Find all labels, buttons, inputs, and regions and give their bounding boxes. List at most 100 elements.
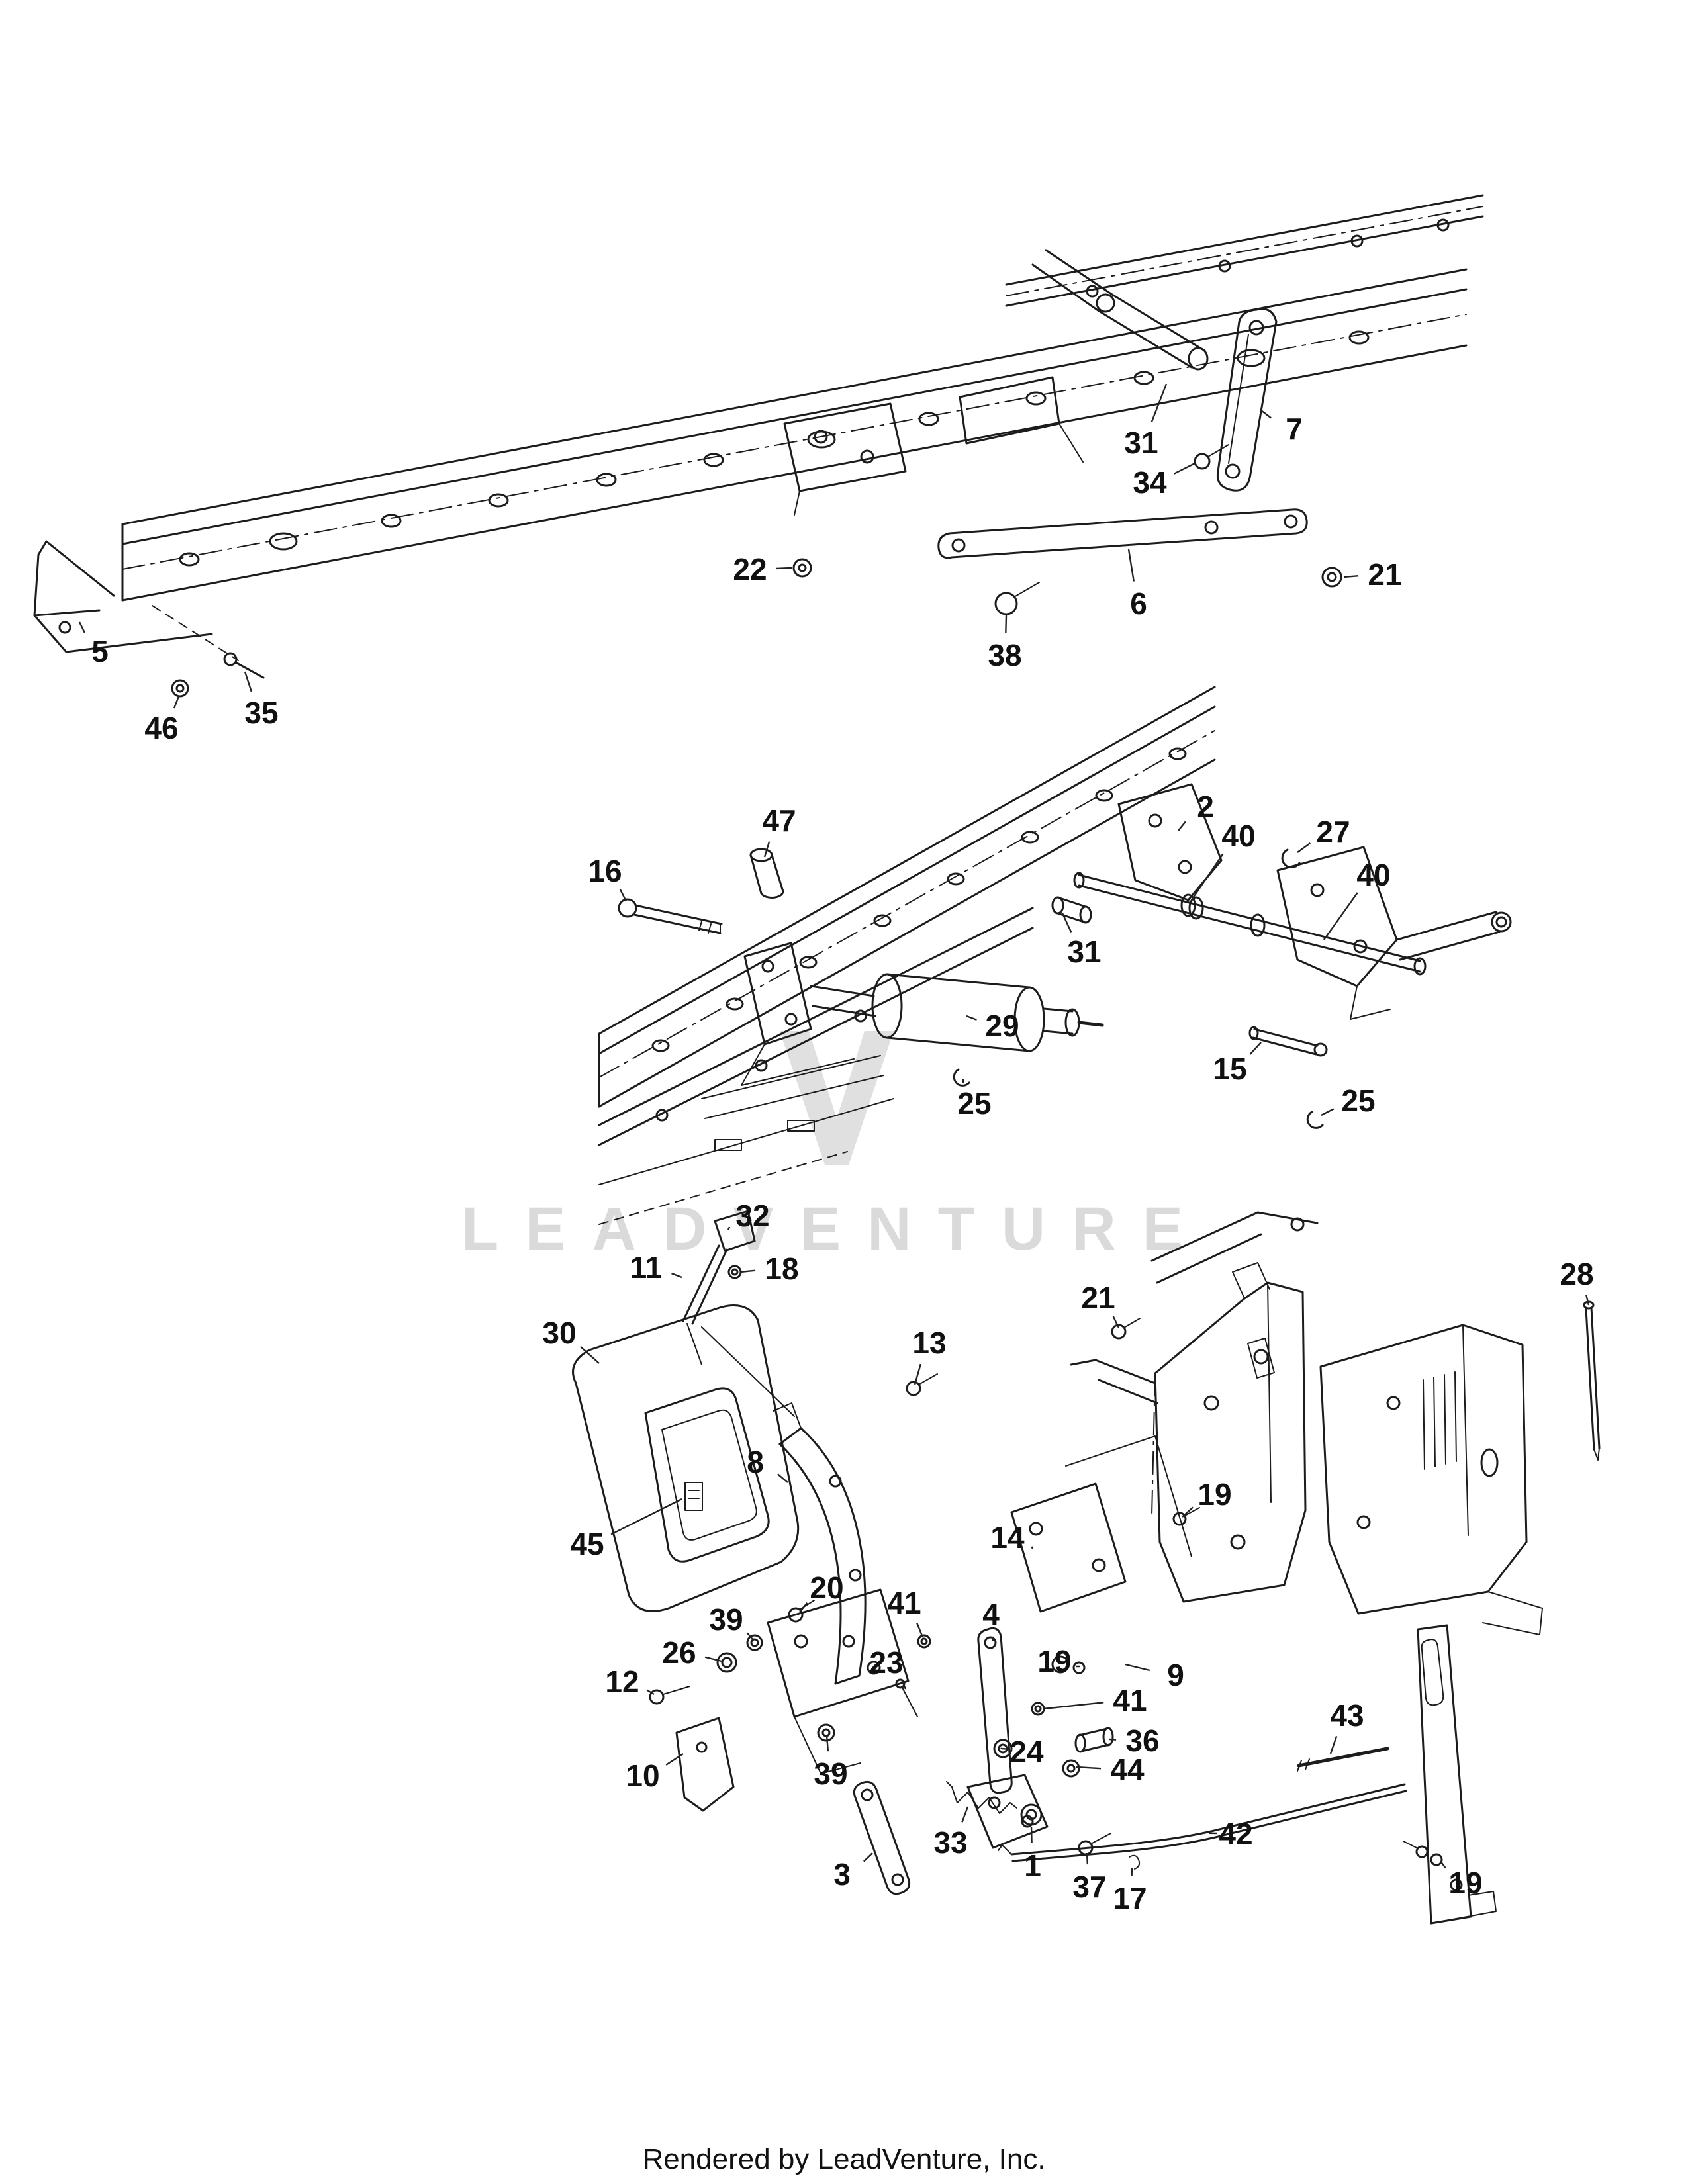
callout-19: 19 xyxy=(1182,1477,1232,1518)
callout-number: 10 xyxy=(626,1758,659,1793)
callout-leader-line xyxy=(1125,1663,1150,1672)
callout-leader-line xyxy=(1343,574,1359,578)
callout-number: 44 xyxy=(1110,1752,1145,1787)
callout-leader-line xyxy=(1585,1295,1590,1306)
callout-leader-line xyxy=(727,1226,731,1230)
callout-number: 6 xyxy=(1130,586,1147,621)
callout-number: 11 xyxy=(630,1250,663,1285)
callout-3: 3 xyxy=(833,1852,873,1891)
callout-number: 33 xyxy=(933,1825,967,1860)
callout-number: 19 xyxy=(1037,1644,1071,1678)
callout-number: 30 xyxy=(542,1316,576,1350)
callout-number: 19 xyxy=(1197,1477,1231,1512)
callout-leader-line xyxy=(1127,549,1135,582)
callout-leader-line xyxy=(966,1015,977,1021)
callout-number: 45 xyxy=(570,1527,604,1561)
callout-leader-line xyxy=(825,1735,829,1752)
callout-1: 1 xyxy=(1024,1826,1041,1883)
callout-number: 7 xyxy=(1286,412,1303,446)
callout-22: 22 xyxy=(733,552,792,586)
callout-number: 40 xyxy=(1356,858,1390,892)
callout-31: 31 xyxy=(1124,383,1168,460)
callout-number: 21 xyxy=(1081,1281,1115,1315)
callout-number: 4 xyxy=(982,1597,1000,1631)
callout-leader-line xyxy=(610,1498,682,1535)
callout-leader-line xyxy=(1086,1852,1089,1865)
callout-leader-line xyxy=(777,1473,788,1483)
frame-rail xyxy=(121,268,1468,525)
callout-40: 40 xyxy=(1323,858,1391,940)
callout-number: 43 xyxy=(1330,1698,1364,1733)
callout-14: 14 xyxy=(990,1520,1034,1555)
callout-leader-line xyxy=(914,1363,921,1385)
callout-number: 2 xyxy=(1197,790,1214,824)
callout-leader-line xyxy=(671,1272,682,1279)
callout-21: 21 xyxy=(1343,557,1402,592)
callout-35: 35 xyxy=(244,671,279,730)
middle-assembly-drawing xyxy=(598,686,1512,1225)
callout-number: 9 xyxy=(1167,1658,1184,1692)
callout-number: 31 xyxy=(1124,426,1158,460)
callout-leader-line xyxy=(1182,1506,1194,1518)
callout-number: 31 xyxy=(1067,934,1101,969)
callout-leader-line xyxy=(1329,1735,1338,1754)
watermark-text: LEADVENTURE xyxy=(461,1195,1209,1263)
callout-number: 32 xyxy=(735,1199,769,1233)
callout-leader-line xyxy=(1076,1766,1102,1770)
footer-credit: Rendered by LeadVenture, Inc. xyxy=(642,2143,1046,2175)
lift-lever xyxy=(1216,308,1278,492)
leadventure-watermark: LEADVENTURE xyxy=(461,1031,1209,1263)
callout-leader-line xyxy=(665,1752,684,1766)
callout-38: 38 xyxy=(988,615,1022,672)
callout-leader-line xyxy=(244,671,253,692)
link-bar xyxy=(937,508,1308,559)
callout-21: 21 xyxy=(1081,1281,1120,1328)
callout-16: 16 xyxy=(588,854,628,902)
callout-leader-line xyxy=(1043,1702,1104,1710)
callout-39: 39 xyxy=(814,1735,848,1791)
leadventure-logo-icon xyxy=(780,1031,894,1165)
callout-number: 28 xyxy=(1560,1257,1593,1291)
callout-number: 8 xyxy=(747,1445,764,1479)
callout-number: 5 xyxy=(91,634,109,668)
callout-number: 36 xyxy=(1125,1723,1159,1758)
callout-25: 25 xyxy=(1321,1083,1376,1118)
bottom-assembly-drawing xyxy=(572,1210,1601,1925)
callout-number: 40 xyxy=(1221,819,1255,853)
callout-number: 22 xyxy=(733,552,767,586)
callout-41: 41 xyxy=(1043,1683,1147,1717)
callout-leader-line xyxy=(776,567,792,570)
callout-number: 26 xyxy=(662,1635,696,1670)
callout-28: 28 xyxy=(1560,1257,1594,1306)
callout-number: 38 xyxy=(988,638,1021,672)
top-assembly-drawing xyxy=(33,194,1484,698)
callout-number: 25 xyxy=(957,1086,991,1120)
callout-leader-line xyxy=(1249,1042,1262,1055)
callout-leader-line xyxy=(1031,1546,1034,1549)
callout-number: 24 xyxy=(1009,1735,1044,1769)
callout-25: 25 xyxy=(957,1078,992,1120)
callout-23: 23 xyxy=(869,1645,907,1690)
callout-number: 46 xyxy=(144,711,178,745)
callout-leader-line xyxy=(1030,1826,1033,1844)
callout-number: 27 xyxy=(1316,815,1350,849)
callout-number: 13 xyxy=(912,1326,946,1360)
callout-leader-line xyxy=(646,1689,655,1696)
callout-leader-line xyxy=(78,621,86,633)
callout-number: 25 xyxy=(1341,1083,1375,1118)
callout-44: 44 xyxy=(1076,1752,1145,1787)
callout-31: 31 xyxy=(1061,913,1102,969)
callout-number: 16 xyxy=(588,854,622,888)
callout-26: 26 xyxy=(662,1635,722,1670)
callout-number: 3 xyxy=(833,1857,851,1891)
callout-number: 15 xyxy=(1213,1052,1246,1086)
callout-12: 12 xyxy=(605,1664,655,1699)
callout-number: 34 xyxy=(1133,465,1167,500)
callout-leader-line xyxy=(1191,853,1224,901)
callout-leader-line xyxy=(1323,892,1358,940)
callout-leader-line xyxy=(1109,1738,1117,1741)
callout-number: 35 xyxy=(244,696,278,730)
callout-5: 5 xyxy=(78,621,109,668)
callout-4: 4 xyxy=(982,1597,1000,1642)
